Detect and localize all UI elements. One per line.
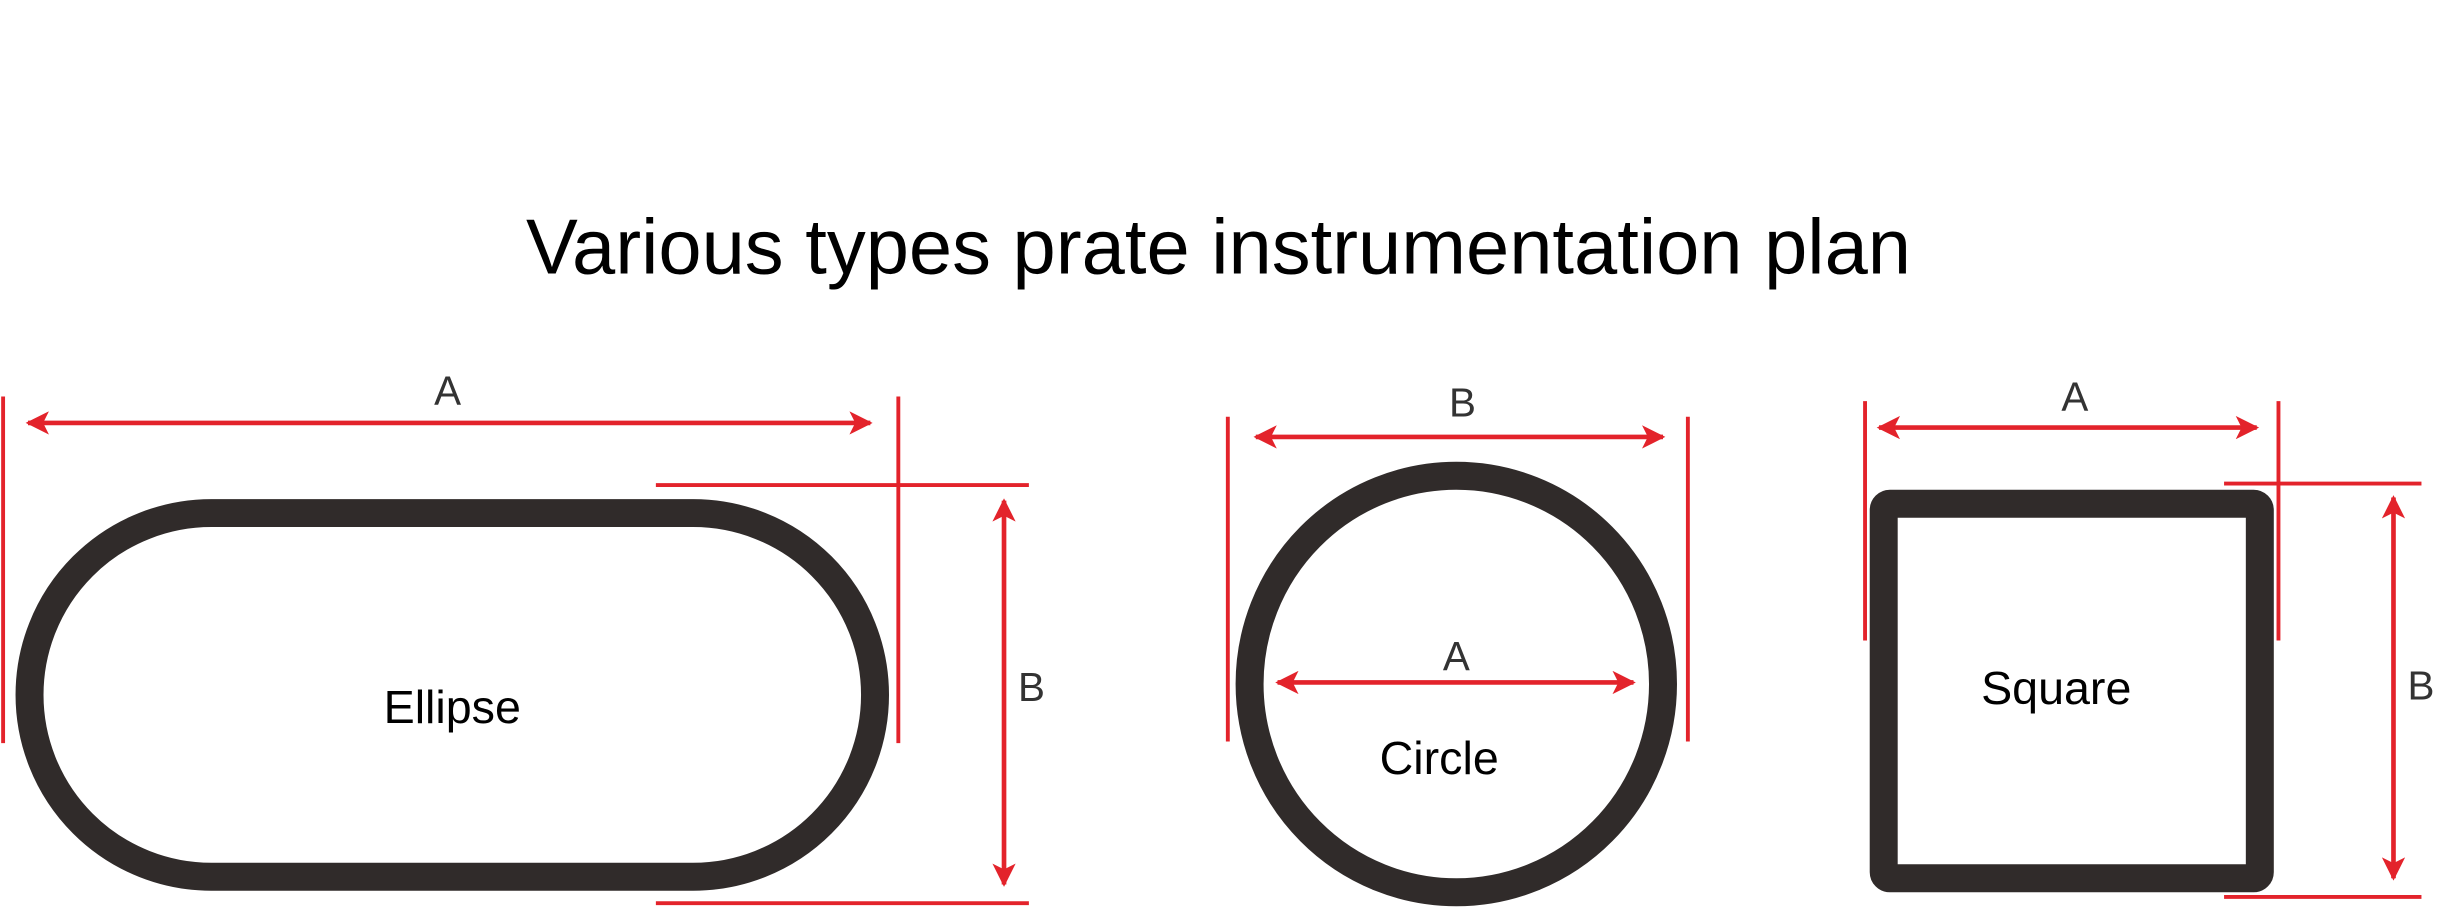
ellipse-dimension-lines bbox=[1, 396, 1029, 906]
square-a-label: A bbox=[2061, 373, 2088, 419]
square-label: Square bbox=[1981, 662, 2131, 714]
square-shape bbox=[1869, 489, 2274, 893]
square-diagram: Square A B bbox=[1863, 373, 2434, 899]
circle-dimension-lines bbox=[1225, 416, 1690, 742]
circle-shape bbox=[1235, 461, 1677, 907]
ellipse-b-label: B bbox=[1018, 664, 1045, 710]
ellipse-shape bbox=[15, 499, 890, 891]
square-dimension-lines bbox=[1863, 401, 2422, 899]
circle-label: Circle bbox=[1380, 732, 1499, 784]
ellipse-diagram: Ellipse A B bbox=[1, 367, 1045, 906]
circle-b-label: B bbox=[1449, 380, 1476, 426]
circle-a-label: A bbox=[1443, 633, 1470, 679]
diagram-title: Various types prate instrumentation plan bbox=[526, 205, 1911, 291]
square-b-label: B bbox=[2407, 663, 2434, 709]
circle-diagram: Circle B A bbox=[1225, 380, 1690, 907]
ellipse-label: Ellipse bbox=[384, 681, 521, 733]
ellipse-a-label: A bbox=[434, 367, 461, 413]
